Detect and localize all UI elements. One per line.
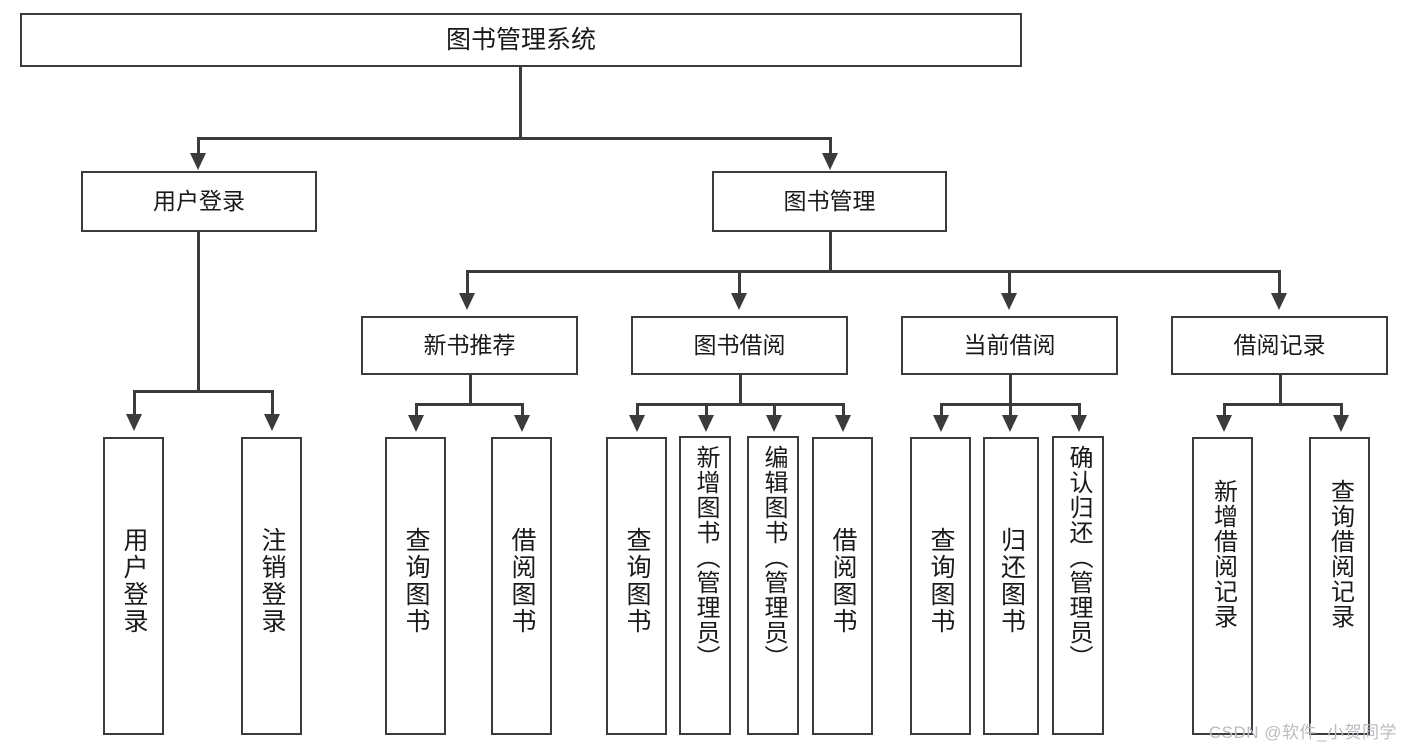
connector-bb-to-leaf-4 [842,403,845,417]
leaf-bb-borrow-book[interactable]: 借阅图书 [812,437,873,735]
leaf-bb-edit-book-admin[interactable]: 编辑图书（管理员） [747,436,799,735]
arrowhead-cb-return-book [1002,415,1018,432]
node-borrow-record[interactable]: 借阅记录 [1171,316,1388,375]
connector-user-login-to-leaf-1 [133,390,136,416]
connector-cb-to-leaf-1 [940,403,943,417]
connector-book-borrow-bus [636,403,844,406]
leaf-user-login[interactable]: 用户登录 [103,437,164,735]
connector-bm-to-new-book [466,270,469,295]
node-label: 查询图书 [402,527,430,635]
node-label: 图书管理 [783,188,876,215]
arrowhead-bb-edit-book [766,415,782,432]
arrowhead-bb-add-book [698,415,714,432]
node-label: 新增借阅记录 [1209,479,1237,629]
connector-root-bus [197,137,831,140]
connector-book-management-stem [829,232,832,272]
node-label: 新增图书（管理员） [692,445,719,670]
connector-cb-to-leaf-2 [1009,403,1012,417]
arrowhead-br-query-record [1333,415,1349,432]
connector-bb-to-leaf-3 [773,403,776,417]
connector-borrow-record-stem [1279,375,1282,405]
node-label: 编辑图书（管理员） [760,445,787,670]
arrowhead-book-borrow [731,293,747,310]
connector-br-to-leaf-2 [1340,403,1343,417]
node-label: 借阅记录 [1233,332,1326,359]
connector-bm-to-book-borrow [738,270,741,295]
leaf-cb-confirm-return-admin[interactable]: 确认归还（管理员） [1052,436,1104,735]
connector-current-borrow-stem [1009,375,1012,405]
node-label: 当前借阅 [963,332,1056,359]
arrowhead-cb-confirm-return [1071,415,1087,432]
leaf-br-add-record[interactable]: 新增借阅记录 [1192,437,1253,735]
connector-bb-to-leaf-1 [636,403,639,417]
arrowhead-book-management [822,153,838,170]
arrowhead-current-borrow [1001,293,1017,310]
arrowhead-borrow-record [1271,293,1287,310]
leaf-nbr-query-book[interactable]: 查询图书 [385,437,446,735]
connector-bm-to-current-borrow [1008,270,1011,295]
arrowhead-bb-query-book [629,415,645,432]
arrowhead-nb-query-book [408,415,424,432]
connector-user-login-to-leaf-2 [271,390,274,416]
arrowhead-cb-query-book [933,415,949,432]
connector-book-borrow-stem [739,375,742,405]
node-label: 借阅图书 [508,527,536,635]
connector-root-stem [519,67,522,139]
connector-bm-to-borrow-record [1278,270,1281,295]
arrowhead-nb-borrow-book [514,415,530,432]
node-label: 查询图书 [927,527,955,635]
node-book-borrow[interactable]: 图书借阅 [631,316,848,375]
node-book-management[interactable]: 图书管理 [712,171,947,232]
leaf-br-query-record[interactable]: 查询借阅记录 [1309,437,1370,735]
csdn-watermark: CSDN @软件_小贺同学 [1208,723,1397,742]
connector-new-book-stem [469,375,472,405]
leaf-logout[interactable]: 注销登录 [241,437,302,735]
connector-new-book-bus [415,403,523,406]
node-label: 图书借阅 [693,332,786,359]
connector-nb-to-leaf-1 [415,403,418,417]
arrowhead-new-book-recommend [459,293,475,310]
leaf-bb-add-book-admin[interactable]: 新增图书（管理员） [679,436,731,735]
leaf-cb-query-book[interactable]: 查询图书 [910,437,971,735]
arrowhead-bb-borrow-book [835,415,851,432]
node-label: 查询借阅记录 [1326,479,1354,629]
node-label: 借阅图书 [829,527,857,635]
leaf-nbr-borrow-book[interactable]: 借阅图书 [491,437,552,735]
connector-cb-to-leaf-3 [1078,403,1081,417]
node-label: 用户登录 [153,188,245,215]
node-label: 确认归还（管理员） [1065,445,1092,670]
connector-user-login-bus [133,390,271,393]
leaf-bb-query-book[interactable]: 查询图书 [606,437,667,735]
arrowhead-user-login [190,153,206,170]
node-label: 图书管理系统 [445,25,596,54]
arrowhead-leaf-logout [264,414,280,431]
connector-user-login-stem [197,232,200,392]
connector-bb-to-leaf-2 [705,403,708,417]
connector-br-to-leaf-1 [1223,403,1226,417]
connector-root-to-book-management [829,137,832,155]
node-current-borrow[interactable]: 当前借阅 [901,316,1118,375]
arrowhead-br-add-record [1216,415,1232,432]
connector-book-management-bus [466,270,1280,273]
node-label: 归还图书 [997,527,1026,635]
node-label: 用户登录 [120,527,148,635]
node-new-book-recommend[interactable]: 新书推荐 [361,316,578,375]
connector-borrow-record-bus [1223,403,1340,406]
node-label: 查询图书 [623,527,651,635]
connector-nb-to-leaf-2 [521,403,524,417]
arrowhead-leaf-user-login [126,414,142,431]
node-label: 新书推荐 [423,332,516,359]
node-root-book-management-system[interactable]: 图书管理系统 [20,13,1022,67]
connector-root-to-user-login [197,137,200,155]
leaf-cb-return-book[interactable]: 归还图书 [983,437,1039,735]
node-label: 注销登录 [258,527,286,635]
node-user-login[interactable]: 用户登录 [81,171,317,232]
